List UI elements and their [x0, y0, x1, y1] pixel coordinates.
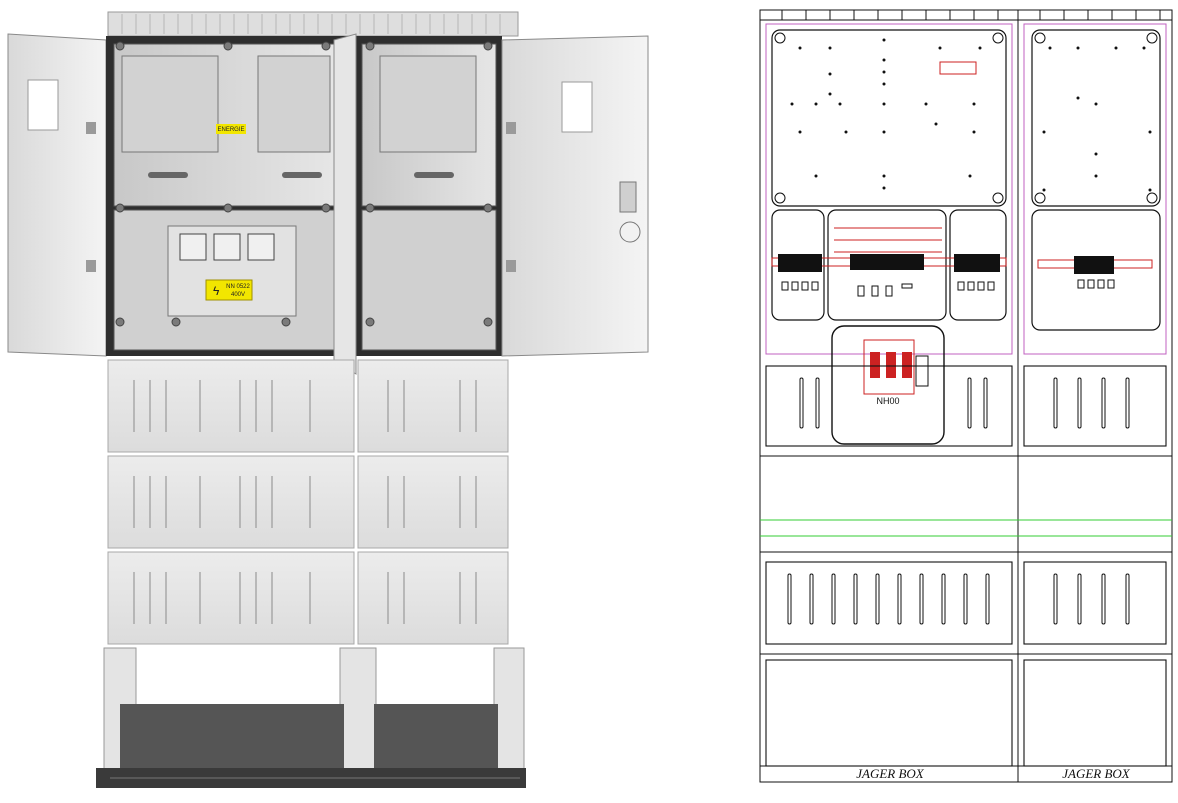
brand-label-right: JAGER BOX: [1062, 766, 1131, 781]
meter-window-2: [257, 55, 331, 153]
breaker-2: [213, 233, 241, 261]
cabinet-roof: [107, 11, 519, 37]
warning-sticker-line1: NN 0522: [226, 284, 250, 290]
plate-bolts: [774, 32, 1158, 204]
breaker-3: [247, 233, 275, 261]
energy-sticker: [216, 124, 246, 134]
lightning-bolt-icon: ϟ: [213, 284, 220, 298]
door-window: [27, 79, 59, 131]
drawing-frame: [759, 9, 1173, 783]
energy-sticker-text: ENERGIE: [217, 127, 244, 133]
cabinet-base: [96, 647, 526, 788]
plate-holes: [790, 38, 1152, 192]
middle-door: [333, 33, 357, 375]
warning-sticker: [205, 279, 253, 301]
lower-panels: [107, 359, 509, 645]
door-window: [561, 81, 593, 133]
left-door: [7, 33, 107, 357]
meter-window-3: [379, 55, 477, 153]
breaker-1: [179, 233, 207, 261]
cabinet-render: ENERGIE ϟ NN 0522 400V: [7, 11, 649, 788]
technical-drawing: NH00 JAGER BOX JAGER BOX: [740, 0, 1178, 798]
upper-plates: [771, 29, 1161, 207]
nh00-fuse-box: NH00: [831, 325, 945, 445]
drawing-louvre-panels: [760, 365, 1172, 767]
red-rail: [939, 61, 977, 75]
meter-window-1: [121, 55, 219, 153]
green-lines: [760, 519, 1172, 537]
terminal-squares: [781, 279, 1115, 297]
terminal-blocks: [778, 254, 1114, 274]
fuse-label: NH00: [876, 396, 899, 406]
door-lock-icon: [619, 221, 641, 243]
cabinet-interior: ENERGIE ϟ NN 0522 400V: [106, 33, 502, 375]
louvre-slots: [787, 377, 1130, 625]
warning-sticker-line2: 400V: [231, 292, 245, 298]
brand-label-left: JAGER BOX: [856, 766, 925, 781]
right-door: [501, 35, 649, 357]
cabinet-render-svg: ENERGIE ϟ NN 0522 400V: [7, 11, 649, 788]
technical-drawing-svg: NH00 JAGER BOX JAGER BOX: [759, 9, 1173, 783]
door-handle: [619, 181, 637, 213]
